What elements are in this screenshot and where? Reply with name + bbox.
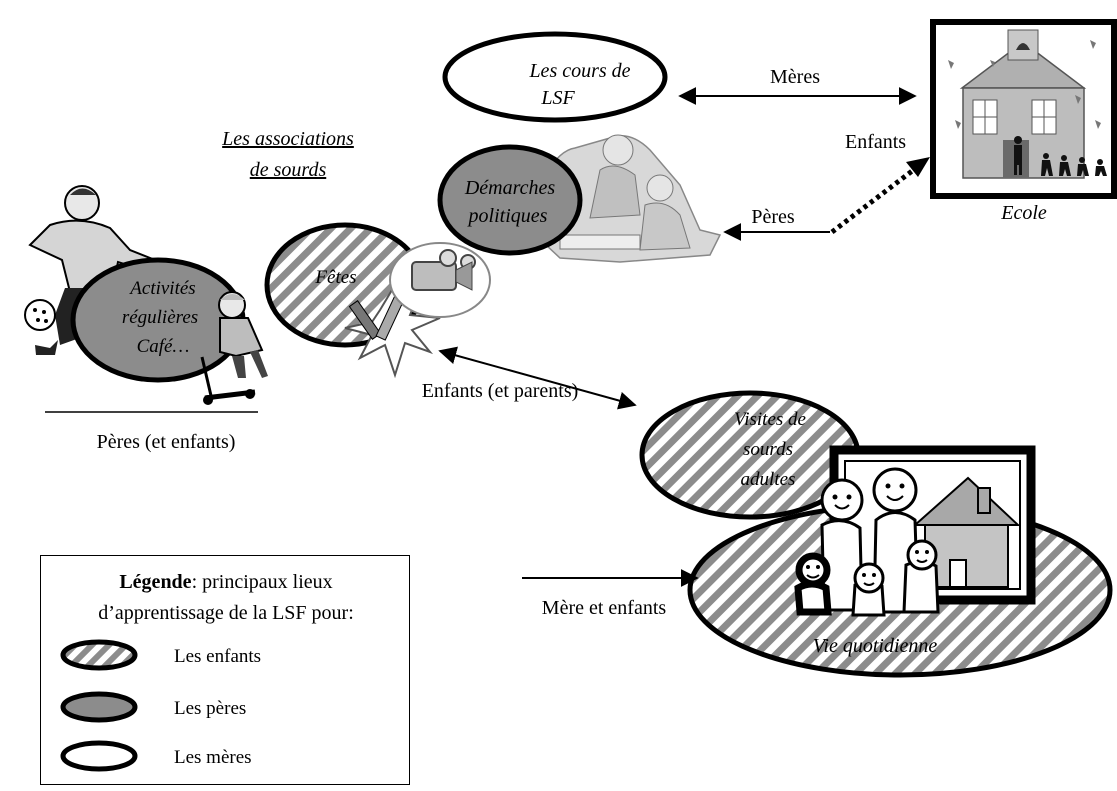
ecole-label: Ecole <box>1000 202 1047 224</box>
activites-label-line3: Café… <box>137 336 190 357</box>
demarches-politiques-node: Démarches politiques <box>437 144 583 256</box>
cours-lsf-node: Les cours de LSF <box>442 31 668 123</box>
peres-et-enfants-label: Pères (et enfants) <box>97 431 236 453</box>
school-building-clipart <box>930 19 1117 199</box>
video-camera-icon <box>389 242 491 318</box>
legend-content: Légende: principaux lieux d’apprentissag… <box>60 571 354 772</box>
arrow-meres-label: Mères <box>770 66 820 88</box>
legend-swatch-meres <box>60 740 138 772</box>
demarches-label-line2: politiques <box>467 205 548 227</box>
arrow-peres-label: Pères <box>751 206 795 228</box>
legend-title-bold: Légende <box>119 571 191 593</box>
fireworks-clipart <box>344 282 441 379</box>
activites-regulieres-node: Activités régulières Café… <box>70 257 246 383</box>
arrow-peres-ecole-head <box>906 157 930 177</box>
legend-item-enfants: Les enfants <box>174 646 261 667</box>
family-house-clipart <box>794 445 1036 617</box>
legend-title-rest: : principaux lieux <box>192 571 333 593</box>
cours-lsf-label-line1: Les cours de <box>528 60 630 82</box>
legend-swatch-enfants <box>60 639 138 671</box>
associations-title-line1: Les associations <box>221 128 354 150</box>
arrow-enfants-parents <box>438 346 637 410</box>
legend-title-line1: Légende: principaux lieux <box>119 571 332 593</box>
legend: Légende: principaux lieux d’apprentissag… <box>40 555 410 785</box>
child-scooter-clipart <box>200 291 268 405</box>
fetes-label: Fêtes <box>314 267 356 288</box>
legend-item-peres: Les pères <box>174 698 246 719</box>
demarches-label-line1: Démarches <box>464 177 556 199</box>
legend-item-meres: Les mères <box>174 747 252 768</box>
legend-title-line2: d’apprentissage de la LSF pour: <box>98 602 354 624</box>
arrow-enfants-parents-label: Enfants (et parents) <box>422 380 579 402</box>
visites-node: Visites de sourds adultes <box>639 390 861 520</box>
legend-swatch-peres <box>60 691 138 723</box>
visites-label-line1: Visites de <box>734 409 806 430</box>
arrow-enfants-ecole-label: Enfants <box>845 131 906 153</box>
arrow-peres-ecole-dotted <box>830 163 922 234</box>
arrow-mere-enfants-label: Mère et enfants <box>542 597 667 619</box>
associations-title-line2: de sourds <box>250 159 327 181</box>
meeting-people-clipart <box>529 134 722 263</box>
cours-lsf-label-line2: LSF <box>540 87 575 109</box>
lsf-learning-places-diagram: Ecole Les cours de LSF Mères Enfants Les… <box>24 19 1117 678</box>
visites-label-line3: adultes <box>741 469 796 490</box>
visites-label-line2: sourds <box>743 439 793 460</box>
vie-quotidienne-label: Vie quotidienne <box>813 635 938 657</box>
activites-label-line2: régulières <box>122 307 198 328</box>
activites-label-line1: Activités <box>128 278 195 299</box>
